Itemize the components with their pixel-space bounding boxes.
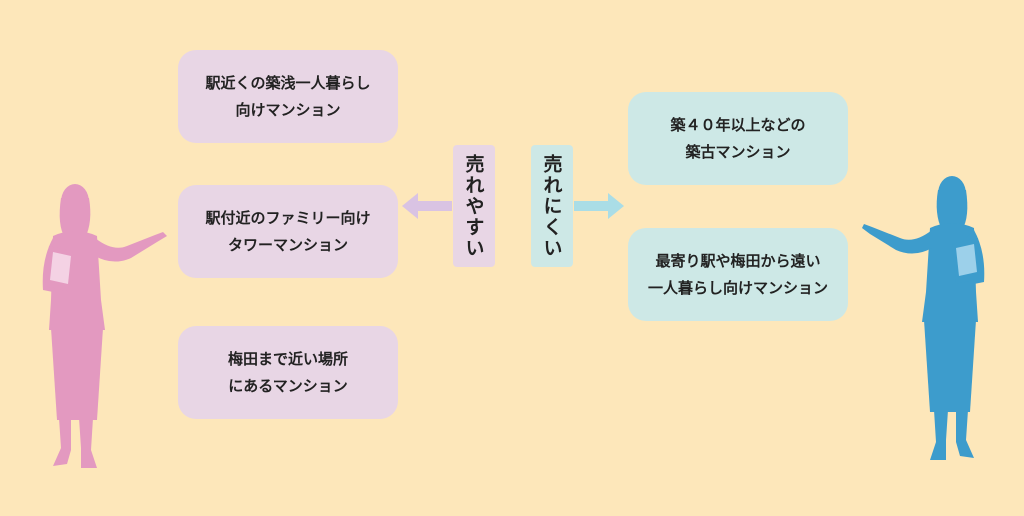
left-box-1: 駅近くの築浅一人暮らし 向けマンション <box>178 50 398 143</box>
left-box-3-line2: にあるマンション <box>228 376 348 395</box>
right-box-1-line1: 築４０年以上などの <box>670 115 806 134</box>
right-figure-shape <box>862 176 985 460</box>
right-box-2-line2: 一人暮らし向けマンション <box>647 278 828 297</box>
left-box-2-line2: タワーマンション <box>227 235 348 254</box>
left-arrow-icon <box>402 193 452 219</box>
left-box-1-line1: 駅近くの築浅一人暮らし <box>205 73 371 92</box>
left-arrow-shape <box>402 193 452 219</box>
right-businesswoman-icon <box>862 176 985 460</box>
left-figure-shape <box>42 184 167 468</box>
right-box-2-line1: 最寄り駅や梅田から遠い <box>655 251 821 270</box>
left-box-3: 梅田まで近い場所 にあるマンション <box>178 326 398 419</box>
left-box-3-line1: 梅田まで近い場所 <box>227 349 348 368</box>
right-box-2: 最寄り駅や梅田から遠い 一人暮らし向けマンション <box>628 228 848 321</box>
left-box-2: 駅付近のファミリー向け タワーマンション <box>178 185 398 278</box>
sell-easy-label: 売れやすい <box>453 145 495 267</box>
right-arrow-icon <box>574 193 624 219</box>
right-box-1-line2: 築古マンション <box>685 142 791 161</box>
sell-hard-label: 売れにくい <box>531 145 573 267</box>
right-box-1: 築４０年以上などの 築古マンション <box>628 92 848 185</box>
left-box-1-line2: 向けマンション <box>235 100 341 119</box>
right-arrow-shape <box>574 193 624 219</box>
left-box-2-line1: 駅付近のファミリー向け <box>205 208 371 227</box>
left-documents-icon <box>50 252 71 284</box>
right-documents-icon <box>956 244 977 276</box>
left-businesswoman-icon <box>42 184 167 468</box>
